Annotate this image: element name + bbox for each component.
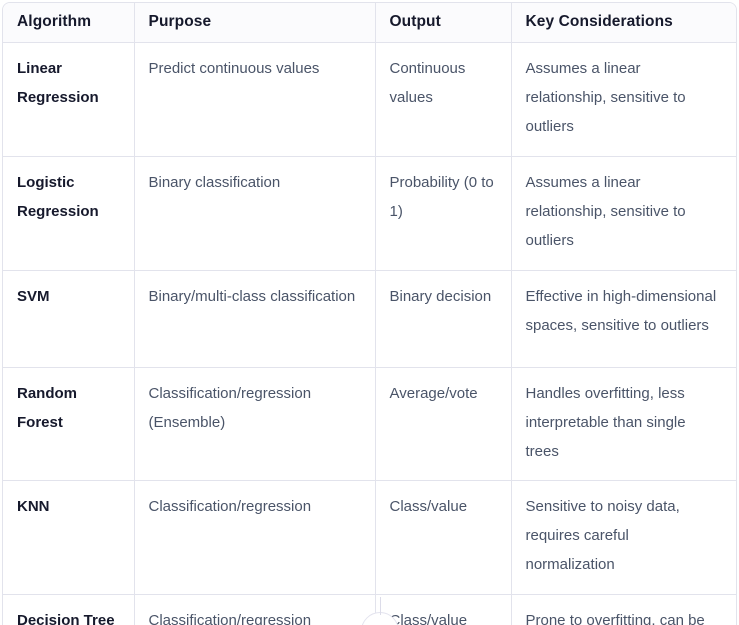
cell-purpose: Binary/multi-class classification	[134, 270, 376, 368]
table-body: Linear Regression Predict continuous val…	[3, 42, 736, 625]
cell-considerations: Assumes a linear relationship, sensitive…	[511, 156, 736, 271]
table-row: Logistic Regression Binary classificatio…	[3, 156, 736, 271]
cell-purpose: Classification/regression	[134, 480, 376, 596]
cell-output: Probability (0 to 1)	[375, 156, 512, 271]
cell-algorithm: SVM	[3, 270, 135, 368]
cell-output: Continuous values	[375, 42, 512, 157]
cell-considerations: Effective in high-dimensional spaces, se…	[511, 270, 736, 368]
table-row: Random Forest Classification/regression …	[3, 367, 736, 482]
cell-purpose: Classification/regression	[134, 594, 376, 625]
cell-algorithm: Linear Regression	[3, 42, 135, 157]
table-row: Decision Tree Classification/regression …	[3, 594, 736, 625]
table-row: KNN Classification/regression Class/valu…	[3, 480, 736, 596]
column-header-output: Output	[375, 3, 512, 43]
table-header-row: Algorithm Purpose Output Key Considerati…	[3, 3, 736, 43]
scroll-anchor-line	[380, 597, 381, 615]
cell-algorithm: Logistic Regression	[3, 156, 135, 271]
cell-purpose: Predict continuous values	[134, 42, 376, 157]
cell-considerations: Assumes a linear relationship, sensitive…	[511, 42, 736, 157]
table-row: SVM Binary/multi-class classification Bi…	[3, 270, 736, 368]
cell-purpose: Binary classification	[134, 156, 376, 271]
cell-output: Binary decision	[375, 270, 512, 368]
cell-algorithm: KNN	[3, 480, 135, 596]
column-header-algorithm: Algorithm	[3, 3, 135, 43]
column-header-purpose: Purpose	[134, 3, 376, 43]
cell-considerations: Handles overfitting, less interpretable …	[511, 367, 736, 482]
cell-output: Average/vote	[375, 367, 512, 482]
table-header: Algorithm Purpose Output Key Considerati…	[3, 3, 736, 43]
table-row: Linear Regression Predict continuous val…	[3, 42, 736, 157]
cell-purpose: Classification/regression (Ensemble)	[134, 367, 376, 482]
cell-algorithm: Decision Tree	[3, 594, 135, 625]
cell-considerations: Prone to overfitting, can be visualized …	[525, 612, 705, 625]
cell-considerations: Sensitive to noisy data, requires carefu…	[511, 480, 736, 596]
cell-output: Class/value	[375, 480, 512, 596]
cell-algorithm: Random Forest	[3, 367, 135, 482]
ml-algorithms-table: Algorithm Purpose Output Key Considerati…	[3, 3, 736, 625]
column-header-key-considerations: Key Considerations	[511, 3, 736, 43]
cell-output: Class/value	[375, 594, 512, 625]
